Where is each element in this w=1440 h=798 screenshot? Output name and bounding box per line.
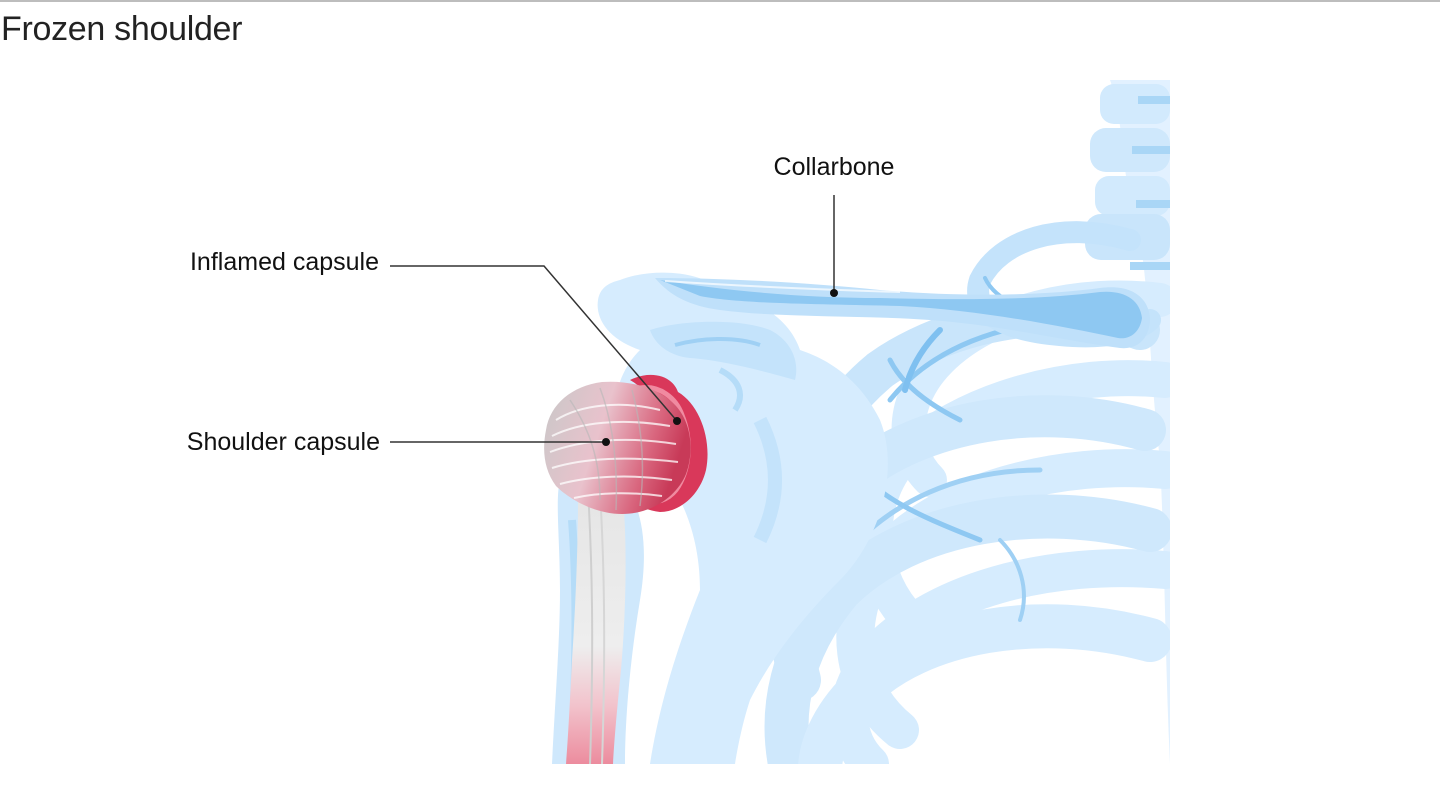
shoulder-capsule-label: Shoulder capsule <box>187 428 380 456</box>
shoulder-capsule-shape <box>544 381 691 765</box>
spine <box>1085 80 1170 764</box>
skeleton-illustration <box>552 80 1170 764</box>
shoulder-capsule-marker <box>602 438 610 446</box>
collarbone-label: Collarbone <box>774 153 895 181</box>
callout-collarbone: Collarbone <box>774 153 895 297</box>
page-title: Frozen shoulder <box>1 10 243 48</box>
callout-shoulder-capsule: Shoulder capsule <box>187 428 610 456</box>
top-divider <box>0 0 1440 2</box>
collarbone-marker <box>830 289 838 297</box>
callout-inflamed-capsule: Inflamed capsule <box>190 248 681 425</box>
inflamed-capsule-label: Inflamed capsule <box>190 248 379 276</box>
inflamed-capsule-marker <box>673 417 681 425</box>
collarbone-bone <box>655 278 1150 349</box>
